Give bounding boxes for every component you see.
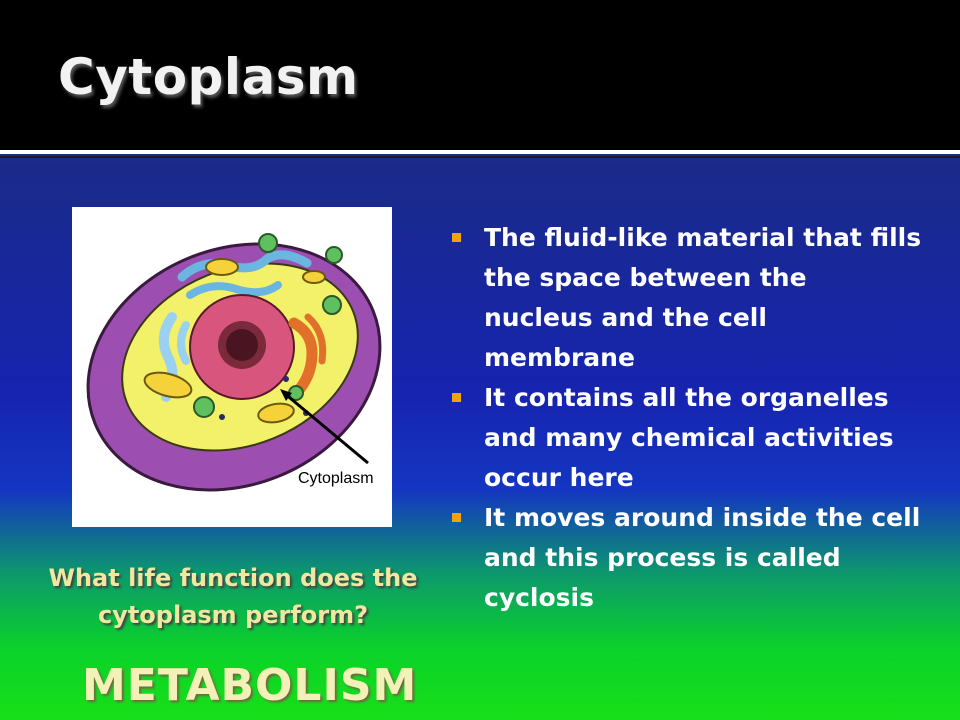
bullet-text: The fluid-like material that fills the s…	[484, 223, 922, 372]
question-text: What life function does the cytoplasm pe…	[48, 564, 418, 629]
answer-text: METABOLISM	[82, 660, 418, 711]
bullet-marker-icon	[452, 233, 461, 242]
bullet-item: It contains all the organelles and many …	[452, 378, 922, 498]
bullet-item: The fluid-like material that fills the s…	[452, 218, 922, 378]
title-bar	[0, 0, 960, 150]
bullet-marker-icon	[452, 513, 461, 522]
vacuole	[258, 233, 278, 253]
animal-cell-illustration: Cytoplasm	[86, 233, 382, 492]
bullet-text: It moves around inside the cell and this…	[484, 503, 921, 612]
title-divider	[0, 150, 960, 154]
golgi-apparatus	[288, 317, 318, 397]
title-divider-shadow	[0, 156, 960, 158]
bullet-item: It moves around inside the cell and this…	[452, 498, 922, 618]
cytoplasm-label: Cytoplasm	[298, 470, 374, 487]
cell-diagram-image: Cytoplasm	[72, 207, 392, 527]
label-pointer-line	[283, 391, 369, 465]
slide-title: Cytoplasm	[58, 48, 359, 106]
bullet-text: It contains all the organelles and many …	[484, 383, 894, 492]
endoplasmic-reticulum	[177, 250, 312, 282]
mitochondrion	[143, 371, 193, 399]
bullet-marker-icon	[452, 393, 461, 402]
bullet-list: The fluid-like material that fills the s…	[452, 218, 922, 618]
